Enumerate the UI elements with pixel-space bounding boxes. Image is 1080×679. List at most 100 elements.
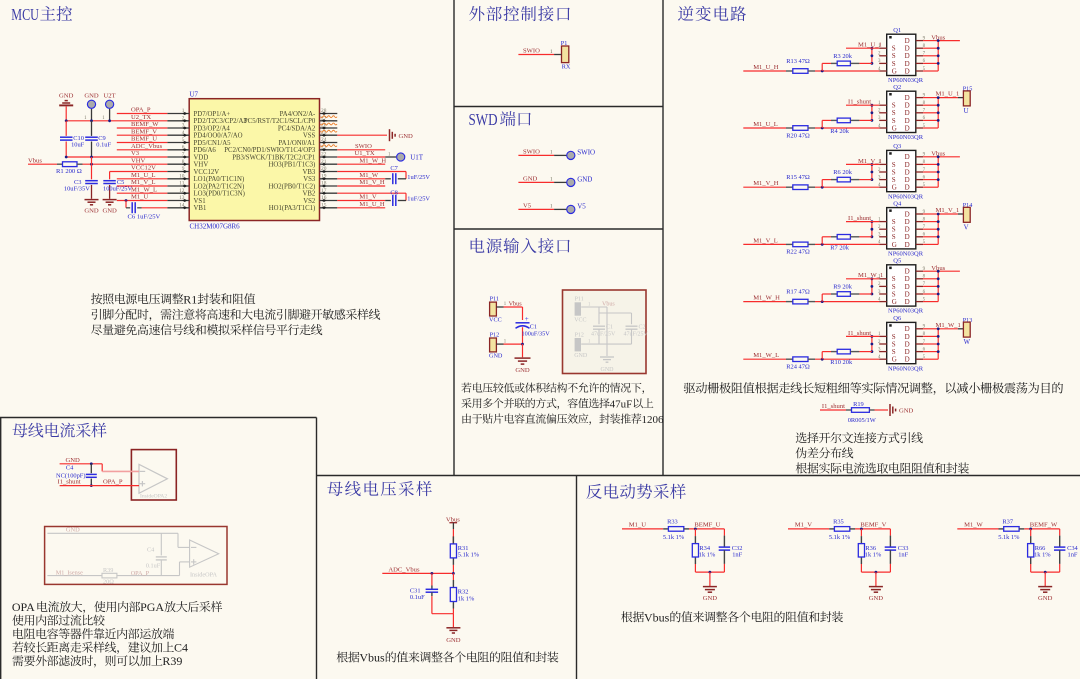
svg-text:R4 20k: R4 20k — [830, 128, 849, 135]
svg-text:7: 7 — [923, 52, 926, 57]
svg-text:S: S — [892, 168, 896, 176]
svg-text:R31: R31 — [458, 545, 469, 552]
svg-text:5: 5 — [923, 124, 926, 129]
svg-text:C9: C9 — [98, 135, 105, 142]
svg-text:PC5/RST/T2C1/SCL/CP0: PC5/RST/T2C1/SCL/CP0 — [244, 118, 316, 125]
svg-text:6: 6 — [923, 59, 926, 64]
svg-text:D: D — [905, 176, 910, 184]
svg-text:25: 25 — [321, 130, 327, 136]
svg-text:6: 6 — [923, 347, 926, 352]
svg-text:23: 23 — [321, 144, 327, 150]
svg-text:D: D — [905, 117, 910, 125]
svg-text:6: 6 — [182, 144, 185, 150]
svg-text:I1_shunt: I1_shunt — [822, 403, 845, 410]
svg-text:Q3: Q3 — [893, 143, 901, 150]
svg-text:VCC: VCC — [574, 317, 586, 323]
svg-text:U2T: U2T — [104, 93, 116, 100]
svg-text:BEMF_V: BEMF_V — [860, 522, 886, 529]
svg-text:20Ω: 20Ω — [103, 578, 114, 585]
svg-text:5: 5 — [923, 297, 926, 302]
svg-text:D: D — [905, 161, 910, 169]
svg-text:3: 3 — [878, 347, 881, 352]
svg-text:C1: C1 — [530, 324, 537, 331]
svg-text:5: 5 — [182, 137, 185, 143]
svg-text:C4: C4 — [147, 547, 154, 554]
svg-text:C6 1uF/25V: C6 1uF/25V — [128, 214, 161, 221]
svg-text:4: 4 — [878, 124, 881, 129]
svg-text:R35: R35 — [833, 518, 844, 525]
svg-text:OPA_P: OPA_P — [131, 570, 150, 577]
svg-text:D: D — [905, 210, 910, 218]
svg-text:PD5/CN1/A5: PD5/CN1/A5 — [194, 140, 232, 147]
svg-text:R13 47Ω: R13 47Ω — [786, 58, 810, 65]
svg-text:VS2: VS2 — [303, 198, 316, 205]
svg-text:18: 18 — [321, 181, 327, 187]
svg-text:8: 8 — [923, 275, 926, 280]
svg-text:27: 27 — [321, 116, 327, 122]
svg-text:14: 14 — [179, 202, 185, 208]
svg-text:GND: GND — [574, 353, 588, 359]
svg-text:M1_W_1: M1_W_1 — [858, 272, 883, 279]
svg-text:G: G — [892, 124, 897, 132]
svg-text:GND: GND — [59, 93, 74, 100]
svg-text:R6 20k: R6 20k — [833, 169, 852, 176]
svg-text:P14: P14 — [963, 202, 973, 209]
svg-text:M1_U_L: M1_U_L — [753, 121, 778, 128]
svg-text:VB1: VB1 — [194, 205, 207, 212]
svg-text:Q2: Q2 — [893, 84, 901, 91]
svg-text:1: 1 — [388, 152, 391, 157]
svg-text:1: 1 — [550, 204, 553, 210]
svg-text:GND: GND — [601, 367, 615, 373]
svg-text:9: 9 — [923, 93, 926, 98]
svg-text:NP60N03QR: NP60N03QR — [888, 193, 924, 200]
svg-text:D: D — [905, 233, 910, 241]
svg-text:P1: P1 — [561, 40, 568, 47]
svg-text:VS3: VS3 — [303, 176, 316, 183]
svg-text:2: 2 — [878, 168, 881, 173]
svg-text:GND: GND — [703, 595, 718, 602]
svg-text:+: + — [525, 315, 529, 323]
svg-text:R7 20k: R7 20k — [830, 244, 849, 251]
svg-text:D: D — [905, 290, 910, 298]
svg-text:R66: R66 — [1035, 545, 1046, 552]
svg-text:100uF/35V: 100uF/35V — [522, 330, 551, 337]
svg-text:6: 6 — [923, 175, 926, 180]
svg-text:7: 7 — [923, 109, 926, 114]
svg-text:15: 15 — [321, 202, 327, 208]
svg-text:GND: GND — [489, 353, 503, 360]
svg-text:M1_W_L: M1_W_L — [753, 352, 779, 359]
svg-text:28: 28 — [321, 108, 327, 114]
svg-text:9: 9 — [923, 267, 926, 272]
svg-text:U: U — [964, 108, 969, 115]
svg-text:C4: C4 — [174, 641, 188, 655]
svg-text:G: G — [892, 67, 897, 75]
svg-text:S: S — [892, 45, 896, 53]
svg-text:21: 21 — [321, 159, 327, 165]
svg-text:G: G — [892, 184, 897, 192]
svg-text:1k 1%: 1k 1% — [699, 552, 716, 559]
svg-text:D: D — [905, 283, 910, 291]
svg-text:D: D — [905, 102, 910, 110]
svg-text:3: 3 — [878, 290, 881, 295]
svg-text:R1: R1 — [183, 292, 197, 306]
svg-text:7: 7 — [923, 282, 926, 287]
svg-text:HO2(PB0/T1C2): HO2(PB0/T1C2) — [268, 183, 315, 190]
svg-text:1: 1 — [588, 302, 591, 307]
svg-text:BEMF_V: BEMF_V — [131, 128, 157, 135]
svg-text:LO3(PD0/T1C3N): LO3(PD0/T1C3N) — [194, 191, 245, 198]
svg-text:GND: GND — [577, 175, 592, 183]
svg-text:U2_TX: U2_TX — [131, 114, 151, 121]
svg-text:C7: C7 — [390, 165, 398, 172]
svg-text:9: 9 — [923, 210, 926, 215]
svg-text:8: 8 — [923, 101, 926, 106]
svg-text:C2: C2 — [639, 325, 646, 331]
svg-text:Vbus: Vbus — [644, 610, 670, 624]
svg-text:InsideOPA: InsideOPA — [190, 571, 217, 578]
svg-text:Vbus: Vbus — [931, 34, 945, 41]
svg-text:2: 2 — [878, 109, 881, 114]
svg-text:PD4/OO0/A7/AO: PD4/OO0/A7/AO — [194, 133, 243, 140]
svg-text:3: 3 — [182, 123, 185, 129]
svg-text:D: D — [905, 184, 910, 192]
svg-text:M1_V_H: M1_V_H — [359, 179, 385, 186]
svg-text:Vbus: Vbus — [446, 516, 460, 523]
